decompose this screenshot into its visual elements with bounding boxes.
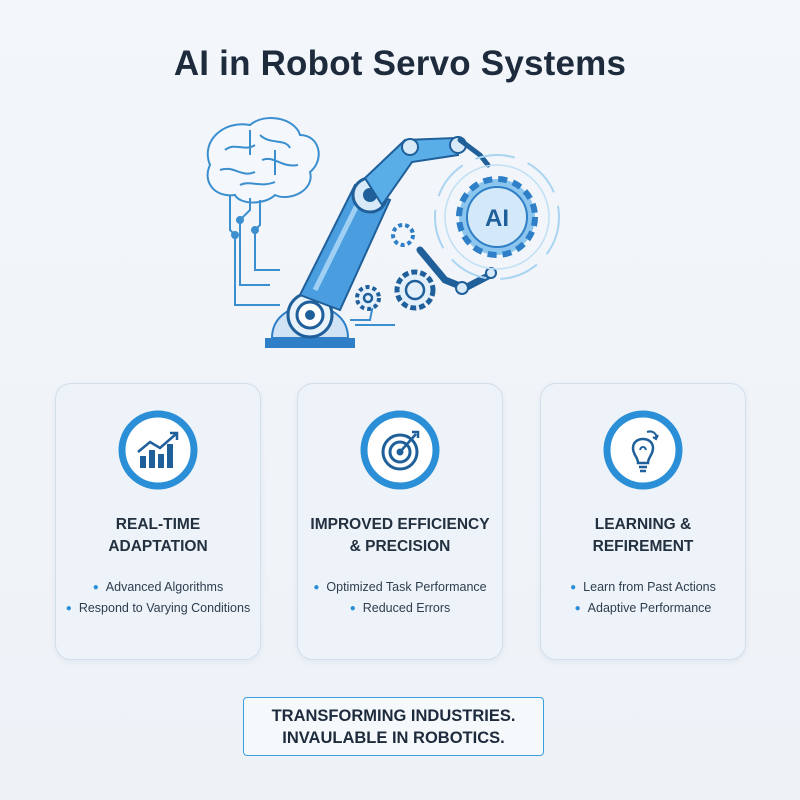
feature-card-realtime: REAL-TIME ADAPTATION ●Advanced Algorithm… bbox=[55, 383, 261, 660]
tagline-banner: TRANSFORMING INDUSTRIES. INVAULABLE IN R… bbox=[243, 697, 544, 756]
page-title: AI in Robot Servo Systems bbox=[173, 44, 627, 83]
ai-gear-icon: AI bbox=[434, 154, 560, 280]
card-title: REAL-TIME ADAPTATION bbox=[108, 516, 208, 555]
card-bullets: ●Advanced Algorithms ●Respond to Varying… bbox=[56, 577, 260, 619]
lightbulb-icon bbox=[603, 410, 683, 490]
list-item: ●Optimized Task Performance bbox=[313, 580, 487, 594]
robot-arm-icon bbox=[265, 136, 497, 348]
list-item: ●Learn from Past Actions bbox=[570, 580, 716, 594]
list-item: ●Respond to Varying Conditions bbox=[65, 601, 251, 615]
card-bullets: ●Learn from Past Actions ●Adaptive Perfo… bbox=[541, 577, 745, 619]
list-item: ●Advanced Algorithms bbox=[92, 580, 224, 594]
ai-gear-label: AI bbox=[485, 205, 509, 232]
feature-card-learning: LEARNING & REFIREMENT ●Learn from Past A… bbox=[540, 383, 746, 660]
hero-illustration: AI bbox=[206, 117, 560, 348]
feature-card-efficiency: IMPROVED EFFICIENCY & PRECISION ●Optimiz… bbox=[297, 383, 503, 660]
brain-icon bbox=[206, 117, 320, 306]
growth-chart-icon bbox=[118, 410, 198, 490]
target-icon bbox=[360, 410, 440, 490]
tagline-line-1: TRANSFORMING INDUSTRIES. bbox=[271, 707, 516, 725]
tagline-line-2: INVAULABLE IN ROBOTICS. bbox=[282, 729, 505, 747]
gears-icon bbox=[355, 269, 436, 311]
list-item: ●Adaptive Performance bbox=[574, 601, 712, 615]
card-title: IMPROVED EFFICIENCY & PRECISION bbox=[310, 516, 490, 555]
list-item: ●Reduced Errors bbox=[349, 601, 451, 615]
card-bullets: ●Optimized Task Performance ●Reduced Err… bbox=[298, 577, 502, 619]
card-title: LEARNING & REFIREMENT bbox=[592, 516, 694, 555]
